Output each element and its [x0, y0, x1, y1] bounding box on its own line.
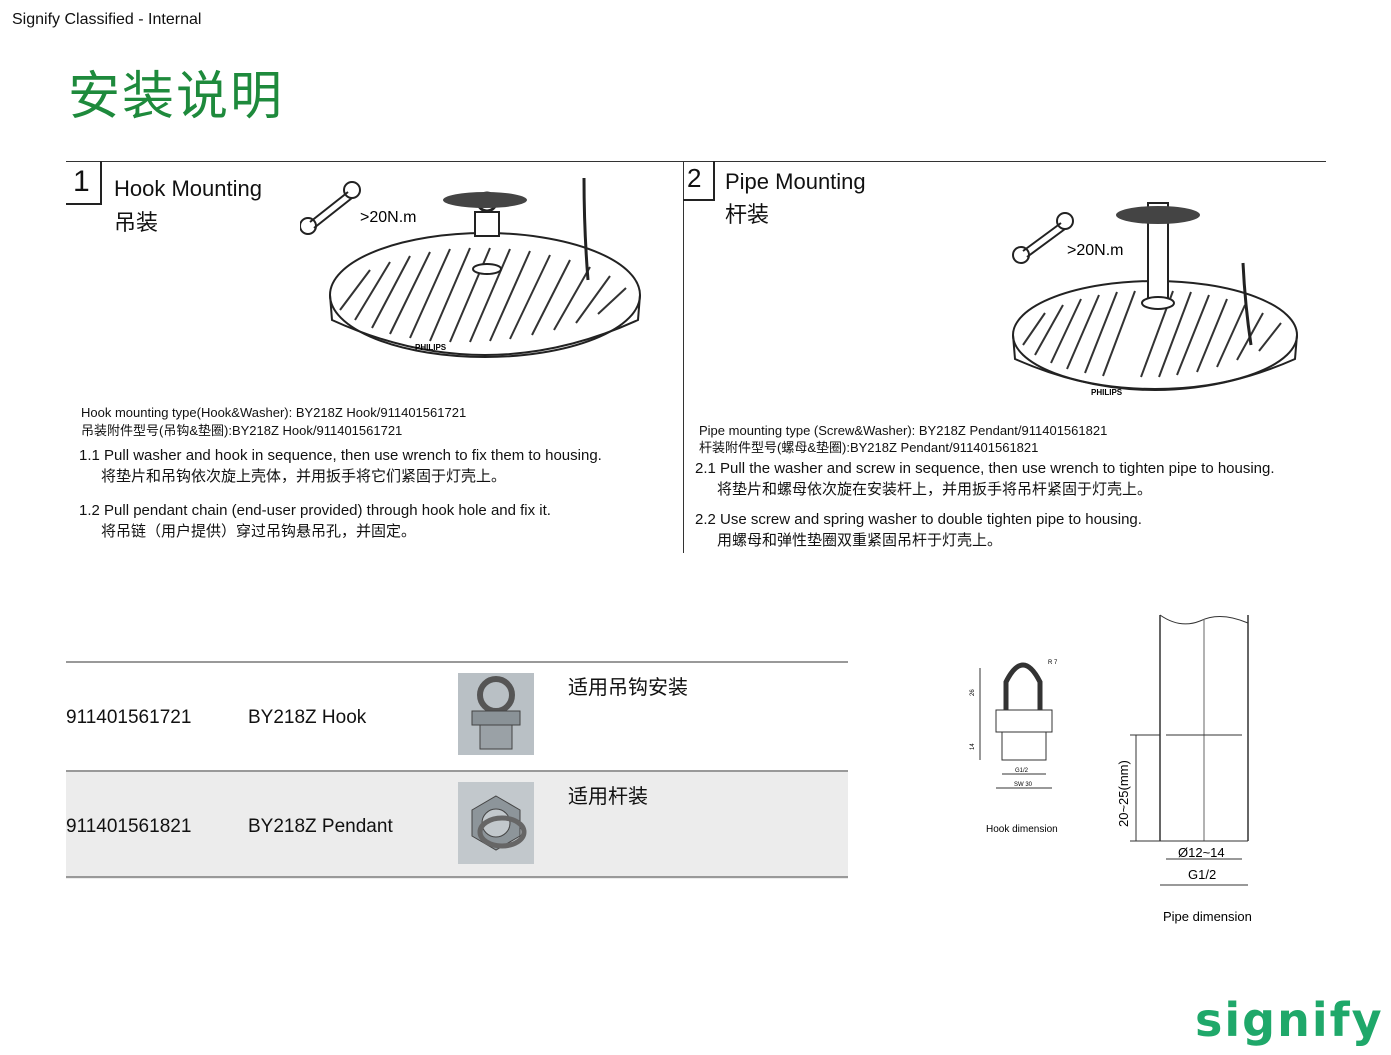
- hook-torque-label: >20N.m: [360, 209, 416, 226]
- parts-table: 911401561721 BY218Z Hook 适用吊钩安装 91140156…: [66, 661, 848, 879]
- hook-r-label: R 7: [1048, 660, 1058, 666]
- pipe-diameter-label: Ø12~14: [1178, 845, 1225, 860]
- pipe-step-2: 2.2 Use screw and spring washer to doubl…: [695, 510, 1142, 550]
- part-note: 适用吊钩安装: [568, 675, 688, 699]
- hook-step-1-zh: 将垫片和吊钩依次旋上壳体，并用扳手将它们紧固于灯壳上。: [101, 467, 507, 485]
- hook-step-2: 1.2 Pull pendant chain (end-user provide…: [79, 501, 551, 541]
- pipe-title-en: Pipe Mounting: [725, 169, 866, 194]
- pipe-title-zh: 杆装: [725, 203, 770, 228]
- part-note: 适用杆装: [568, 784, 648, 808]
- hook-thread-label: G1/2: [1015, 768, 1029, 774]
- hook-brand-label: PHILIPS: [415, 343, 447, 352]
- step-2-box: 2: [683, 161, 715, 201]
- hook-step-2-en: 1.2 Pull pendant chain (end-user provide…: [79, 502, 551, 519]
- pipe-type-en: Pipe mounting type (Screw&Washer): BY218…: [699, 423, 1108, 438]
- pipe-length-label: 20~25(mm): [1116, 760, 1131, 827]
- pipe-thread-label: G1/2: [1188, 867, 1216, 882]
- hook-dimension-caption: Hook dimension: [986, 824, 1058, 835]
- pipe-step-1: 2.1 Pull the washer and screw in sequenc…: [695, 459, 1275, 499]
- pipe-step-1-en: 2.1 Pull the washer and screw in sequenc…: [695, 460, 1275, 477]
- table-row: 911401561821 BY218Z Pendant 适用杆装: [66, 770, 848, 879]
- signify-logo: signify: [1195, 993, 1384, 1047]
- pipe-dimension-caption: Pipe dimension: [1163, 909, 1252, 924]
- step-2-number: 2: [687, 163, 702, 193]
- step-1-box: 1: [66, 161, 102, 205]
- pipe-step-1-zh: 将垫片和螺母依次旋在安装杆上，并用扳手将吊杆紧固于灯壳上。: [717, 480, 1153, 498]
- hook-title-zh: 吊装: [114, 211, 159, 236]
- pipe-step-2-zh: 用螺母和弹性垫圈双重紧固吊杆于灯壳上。: [717, 531, 1003, 549]
- hook-step-1-en: 1.1 Pull washer and hook in sequence, th…: [79, 447, 602, 464]
- hook-type-en: Hook mounting type(Hook&Washer): BY218Z …: [81, 405, 467, 420]
- hook-width-label: SW 30: [1014, 782, 1033, 788]
- section-top-rule: [66, 161, 1326, 162]
- wrench-icon: [1012, 212, 1074, 264]
- table-row: 911401561721 BY218Z Hook 适用吊钩安装: [66, 661, 848, 770]
- pendant-part-photo: [458, 782, 534, 864]
- hook-dimension-drawing: 26 14 R 7 G1/2 SW 30 Hook dimension: [970, 660, 1058, 835]
- table-bottom-rule: [66, 876, 848, 878]
- step-1-number: 1: [73, 165, 90, 198]
- classification-label: Signify Classified - Internal: [12, 11, 202, 28]
- hook-title-en: Hook Mounting: [114, 176, 262, 201]
- hook-h2-label: 14: [970, 743, 976, 750]
- part-code: 911401561721: [66, 707, 192, 728]
- pipe-torque-label: >20N.m: [1067, 242, 1123, 259]
- wrench-icon: [300, 181, 361, 235]
- pipe-dimension-drawing: 20~25(mm) Ø12~14 G1/2 Pipe dimension: [1116, 614, 1252, 924]
- hook-part-photo: [458, 673, 534, 755]
- page-title: 安装说明: [68, 67, 285, 127]
- hook-step-1: 1.1 Pull washer and hook in sequence, th…: [79, 446, 602, 486]
- part-name: BY218Z Hook: [248, 707, 367, 728]
- pipe-type-zh: 杆装附件型号(螺母&垫圈):BY218Z Pendant/91140156182…: [699, 440, 1039, 455]
- pipe-mounting-illustration: >20N.m PHILIPS: [1012, 202, 1298, 397]
- hook-h1-label: 26: [970, 689, 976, 696]
- hook-step-2-zh: 将吊链（用户提供）穿过吊钩悬吊孔，并固定。: [101, 522, 417, 540]
- pipe-step-2-en: 2.2 Use screw and spring washer to doubl…: [695, 511, 1142, 528]
- hook-mounting-illustration: >20N.m PHILIPS: [300, 177, 641, 358]
- section-divider: [683, 161, 684, 553]
- part-code: 911401561821: [66, 816, 192, 837]
- part-name: BY218Z Pendant: [248, 816, 393, 837]
- pipe-brand-label: PHILIPS: [1091, 388, 1123, 397]
- hook-type-zh: 吊装附件型号(吊钩&垫圈):BY218Z Hook/911401561721: [81, 423, 403, 438]
